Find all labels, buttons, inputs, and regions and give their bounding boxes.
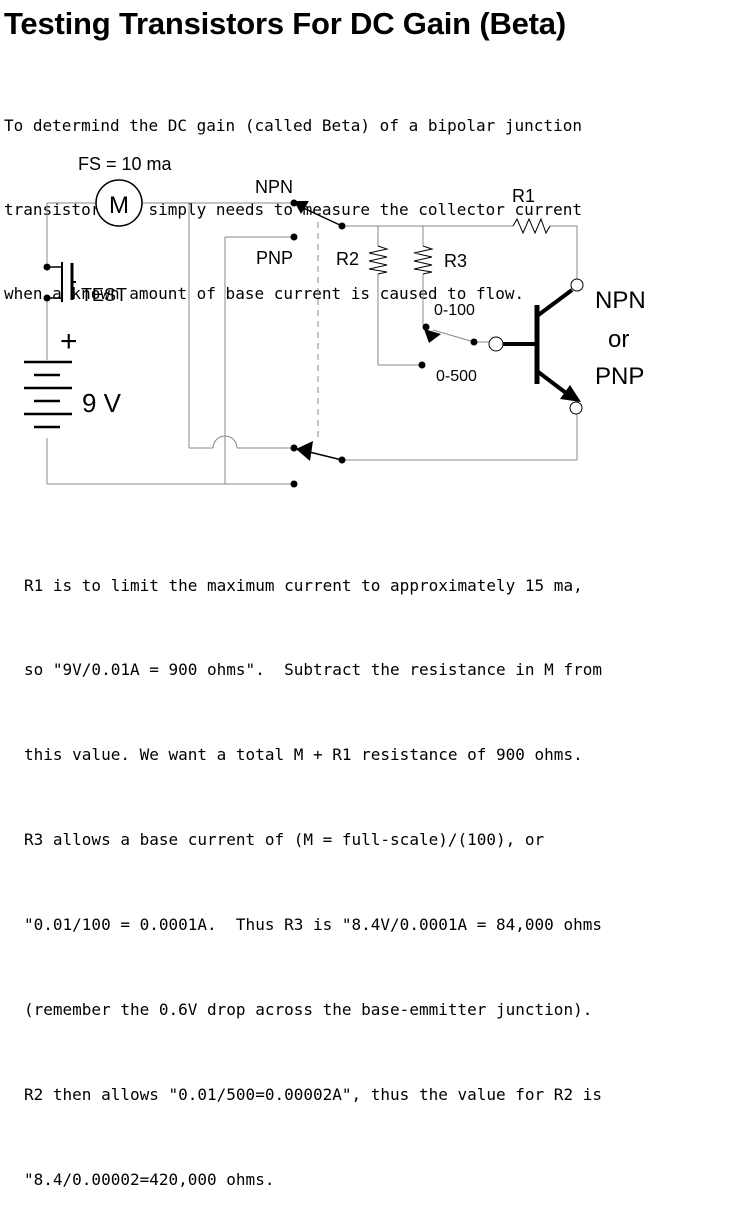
intro-line: To determind the DC gain (called Beta) o… (4, 116, 582, 135)
meter-letter: M (109, 192, 129, 219)
range-500-label: 0-500 (436, 368, 477, 385)
notes-line: R2 then allows "0.01/500=0.00002A", thus… (24, 1084, 602, 1104)
battery-symbol (24, 360, 72, 429)
r3-resistor (413, 245, 434, 275)
transistor-tester-schematic: M FS = 10 ma TEST + 9 V NPN PNP (24, 154, 646, 488)
range-100-label: 0-100 (434, 302, 475, 319)
transistor-npn-label: NPN (595, 287, 646, 314)
notes-line: so "9V/0.01A = 900 ohms". Subtract the r… (24, 660, 602, 680)
notes-line: this value. We want a total M + R1 resis… (24, 745, 583, 765)
transistor-pnp-label: PNP (595, 363, 644, 390)
notes-line: (remember the 0.6V drop across the base-… (24, 1000, 593, 1020)
range-switch (418, 323, 478, 369)
test-label: TEST (81, 285, 127, 305)
notes-line: "8.4/0.00002=420,000 ohms. (24, 1169, 275, 1189)
meter-symbol: M (95, 179, 143, 227)
notes-line: R3 allows a base current of (M = full-sc… (24, 830, 545, 850)
r2-label: R2 (336, 249, 359, 269)
battery-voltage: 9 V (82, 388, 122, 418)
r3-label: R3 (444, 251, 467, 271)
switch-pnp-label: PNP (256, 248, 293, 268)
npn-pnp-switch-lower (290, 441, 346, 488)
page-title: Testing Transistors For DC Gain (Beta) (4, 6, 566, 41)
r1-label: R1 (512, 186, 535, 206)
npn-pnp-switch-upper (290, 199, 346, 241)
r2-resistor (368, 245, 389, 275)
r1-resistor (512, 217, 551, 235)
battery-plus: + (60, 325, 78, 358)
transistor-or-label: or (608, 326, 629, 353)
intro-line: transistor one simply needs to measure t… (4, 200, 582, 219)
test-pushbutton (43, 262, 76, 302)
notes-line: "0.01/100 = 0.0001A. Thus R3 is "8.4V/0.… (24, 915, 602, 935)
meter-label: FS = 10 ma (78, 154, 173, 174)
notes-line: R1 is to limit the maximum current to ap… (24, 575, 583, 595)
switch-npn-label: NPN (255, 177, 293, 197)
explanation-notes: R1 is to limit the maximum current to ap… (24, 515, 602, 1222)
transistor-symbol (488, 278, 584, 415)
wires (46, 202, 578, 485)
